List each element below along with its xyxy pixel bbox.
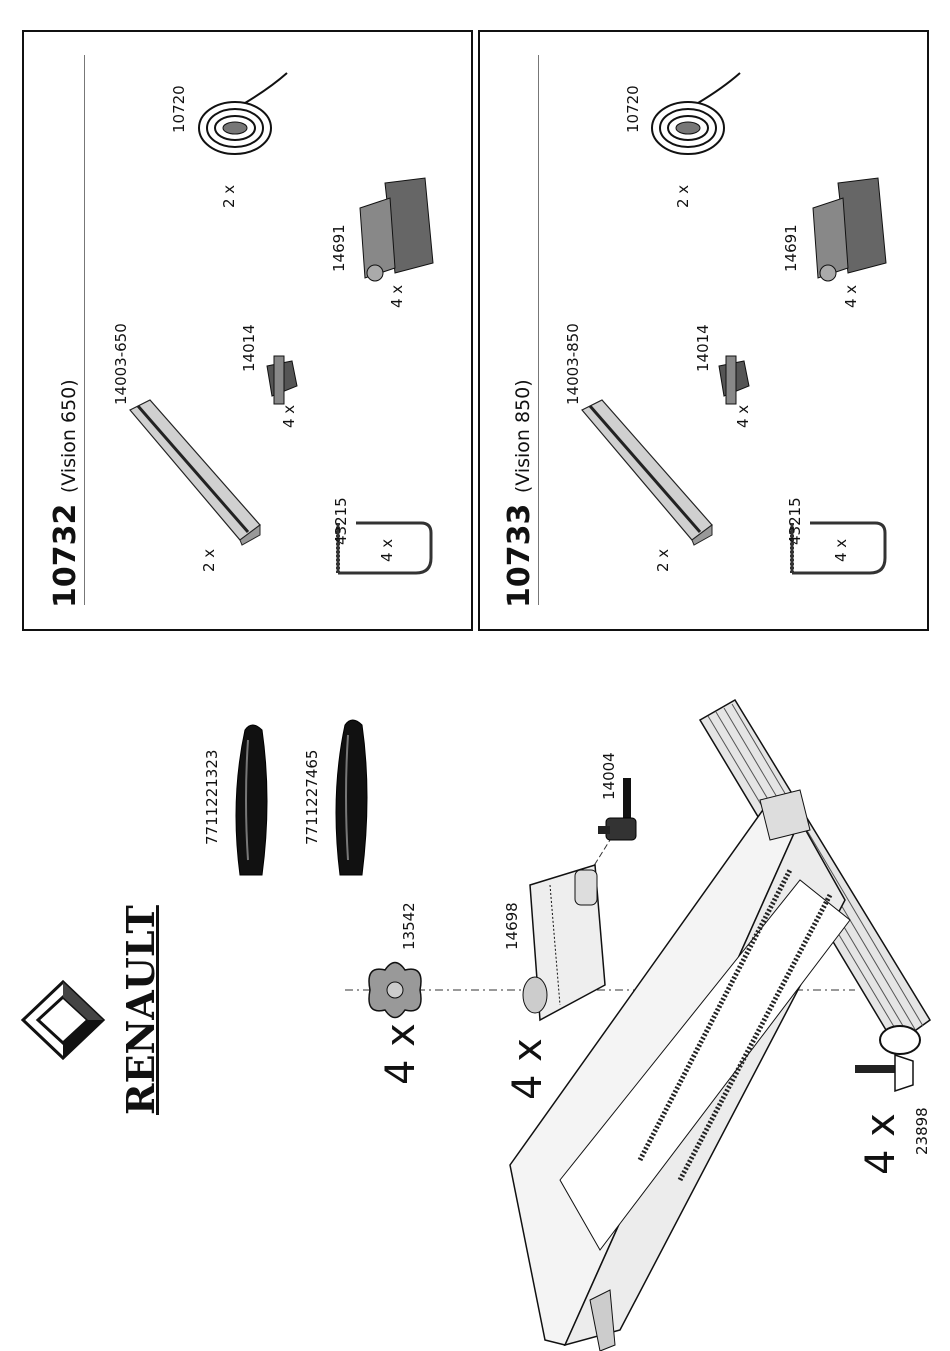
roof-bar-illustration <box>0 0 950 1351</box>
